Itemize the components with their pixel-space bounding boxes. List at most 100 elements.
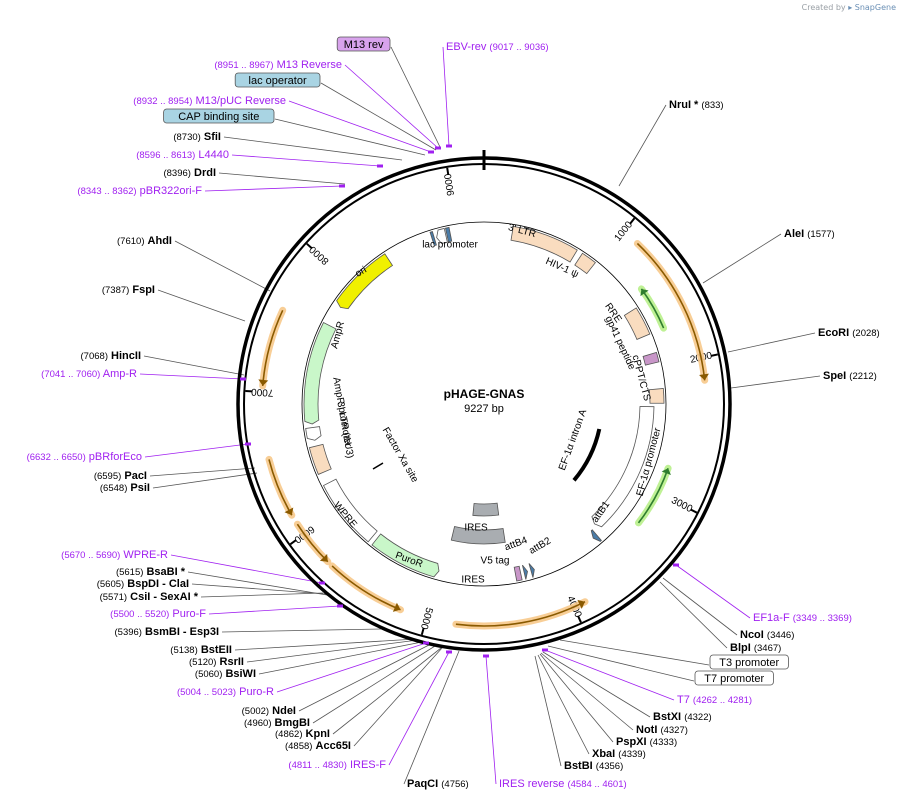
label-sfii[interactable]: (8730) SfiI: [173, 131, 221, 143]
feature-cppt-cts[interactable]: [648, 388, 665, 404]
label-text-bstxi: BstXI (4322): [653, 711, 712, 723]
label-ncoi[interactable]: NcoI (3446): [740, 629, 794, 641]
label-name-rsrii: RsrII: [220, 656, 244, 668]
feature-ampr[interactable]: [303, 321, 337, 425]
label-spei[interactable]: SpeI (2212): [823, 370, 877, 382]
feature-wpre[interactable]: [322, 478, 378, 543]
feature-lac-operator[interactable]: [444, 226, 453, 243]
leader-lac-operator: [320, 82, 437, 151]
feature-attb4[interactable]: [521, 564, 528, 580]
label-t3-promoter[interactable]: T3 promoter: [709, 654, 789, 670]
label-pos-bmgbi: (4960): [244, 718, 271, 729]
label-ires-f[interactable]: (4811 .. 4830) IRES-F: [288, 650, 452, 772]
label-bstxi[interactable]: BstXI (4322): [653, 711, 712, 723]
label-ebv-rev[interactable]: EBV-rev (9017 .. 9036): [446, 41, 549, 148]
label-csii-sexai[interactable]: (5571) CsiI - SexAI *: [100, 591, 199, 603]
label-rsrii[interactable]: (5120) RsrII: [189, 656, 244, 668]
feature-ef-1-promoter[interactable]: [591, 406, 655, 528]
primer-mark-m13-reverse: [435, 146, 441, 150]
leader-bsabi: [187, 571, 328, 596]
label-fspi[interactable]: (7387) FspI: [102, 284, 155, 296]
label-name-ncoi: NcoI: [740, 629, 764, 641]
label-hincii[interactable]: (7068) HincII: [81, 350, 141, 362]
feature-3-ltr[interactable]: [510, 225, 578, 263]
label-cap-binding-site[interactable]: CAP binding site: [163, 108, 275, 124]
feature-gp41-peptide[interactable]: [642, 351, 660, 366]
label-l4440[interactable]: (8596 .. 8613) L4440: [136, 149, 383, 168]
leader-rsrii: [246, 639, 419, 663]
label-text-pbr322ori-f: (8343 .. 8362) pBR322ori-F: [77, 185, 202, 197]
label-bsabi[interactable]: (5615) BsaBI *: [116, 566, 186, 578]
label-ndei[interactable]: (5002) NdeI: [242, 705, 296, 717]
feature-3-ltr-u3[interactable]: [308, 443, 332, 475]
feature-attb2[interactable]: [528, 563, 535, 578]
label-pos-pspxi: (4333): [650, 737, 677, 748]
label-bsiwi[interactable]: (5060) BsiWI: [195, 668, 256, 680]
label-kpni[interactable]: (4862) KpnI: [275, 728, 330, 740]
feature-attb1[interactable]: [590, 529, 602, 542]
feature-ef-1a-intron-a[interactable]: [572, 428, 602, 482]
label-drdi[interactable]: (8396) DrdI: [163, 167, 216, 179]
leader-m13-puc-reverse: [288, 100, 432, 153]
feature-ires-inner[interactable]: [472, 502, 500, 517]
label-ires-reverse[interactable]: IRES reverse (4584 .. 4601): [483, 654, 627, 791]
label-puro-r[interactable]: (5004 .. 5023) Puro-R: [177, 641, 429, 699]
label-t7[interactable]: T7 (4262 .. 4281): [542, 648, 752, 707]
site-labels: NruI * (833) AleI (1577) EcoRI (2028) SpeI …: [27, 36, 880, 791]
label-pos-csii-sexai: (5571): [100, 592, 127, 603]
feature-lac-promoter[interactable]: [436, 227, 448, 244]
label-paqci[interactable]: PaqCI (4756): [407, 778, 469, 790]
feature-factor-xa-site[interactable]: [372, 462, 384, 470]
label-text-puro-f: (5500 .. 5520) Puro-F: [110, 608, 206, 620]
label-pbrforeco[interactable]: (6632 .. 6650) pBRforEco: [27, 442, 251, 464]
label-puro-f[interactable]: (5500 .. 5520) Puro-F: [110, 604, 343, 621]
label-xbai[interactable]: XbaI (4339): [592, 748, 646, 760]
feature-v5-tag[interactable]: [513, 565, 523, 582]
label-bspdi-clai[interactable]: (5605) BspDI - ClaI: [97, 578, 189, 590]
feature-hiv-1[interactable]: [574, 252, 596, 275]
feature-ires[interactable]: [450, 526, 506, 545]
label-paci[interactable]: (6595) PacI: [94, 470, 147, 482]
label-ecori[interactable]: EcoRI (2028): [818, 327, 880, 339]
label-text-bsmbi-esp3i: (5396) BsmBI - Esp3I: [115, 626, 220, 638]
label-pos-puro-f: (5500 .. 5520): [110, 609, 169, 620]
label-t7-promoter[interactable]: T7 promoter: [694, 670, 774, 686]
label-blpi[interactable]: BlpI (3467): [730, 642, 781, 654]
label-pos-bsteii: (5138): [170, 645, 197, 656]
feature-ampr-promoter[interactable]: [305, 426, 322, 441]
leader-drdi: [218, 172, 346, 185]
label-noti[interactable]: NotI (4327): [636, 724, 688, 736]
feature-label-hiv-1-2: HIV-1 ψ: [544, 256, 580, 280]
label-name-alei: AleI: [784, 228, 804, 240]
feature-cap-binding-site[interactable]: [429, 231, 437, 247]
label-bstbi[interactable]: BstBI (4356): [564, 760, 623, 772]
label-pspxi[interactable]: PspXI (4333): [616, 736, 677, 748]
label-lac-operator[interactable]: lac operator: [234, 72, 321, 88]
feature-puror[interactable]: [371, 533, 440, 578]
label-wpre-r[interactable]: (5670 .. 5690) WPRE-R: [61, 549, 325, 585]
label-name-paqci: PaqCI: [407, 778, 438, 790]
label-pos-alei: (1577): [807, 229, 834, 240]
label-amp-r[interactable]: (7041 .. 7060) Amp-R: [41, 368, 246, 381]
label-m13-puc-reverse[interactable]: (8932 .. 8954) M13/pUC Reverse: [133, 95, 434, 154]
feature-label-lac-promoter-0: lac promoter: [422, 240, 478, 251]
label-pos-m13-puc-reverse: (8932 .. 8954): [133, 96, 192, 107]
label-acc65i[interactable]: (4858) Acc65I: [285, 740, 351, 752]
label-bmgbi[interactable]: (4960) BmgBI: [244, 717, 310, 729]
label-pbr322ori-f[interactable]: (8343 .. 8362) pBR322ori-F: [77, 184, 345, 198]
feature-rre[interactable]: [623, 307, 651, 340]
label-alei[interactable]: AleI (1577): [784, 228, 835, 240]
label-m13-reverse[interactable]: (8951 .. 8967) M13 Reverse: [214, 59, 441, 150]
label-m13-rev[interactable]: M13 rev: [336, 36, 391, 52]
feature-label-ires-13: IRES: [461, 575, 485, 586]
leader-paci: [149, 467, 256, 477]
label-nrui[interactable]: NruI * (833): [669, 99, 724, 111]
label-bsmbi-esp3i[interactable]: (5396) BsmBI - Esp3I: [115, 626, 220, 638]
label-ahdi[interactable]: (7610) AhdI: [117, 235, 172, 247]
feature-ori[interactable]: [336, 253, 394, 310]
label-bsteii[interactable]: (5138) BstEII: [170, 644, 232, 656]
label-psii[interactable]: (6548) PsiI: [100, 482, 150, 494]
orange-arc-3: [293, 520, 332, 566]
label-text-drdi: (8396) DrdI: [163, 167, 216, 179]
label-ef1a-f[interactable]: EF1a-F (3349 .. 3369): [673, 563, 852, 625]
